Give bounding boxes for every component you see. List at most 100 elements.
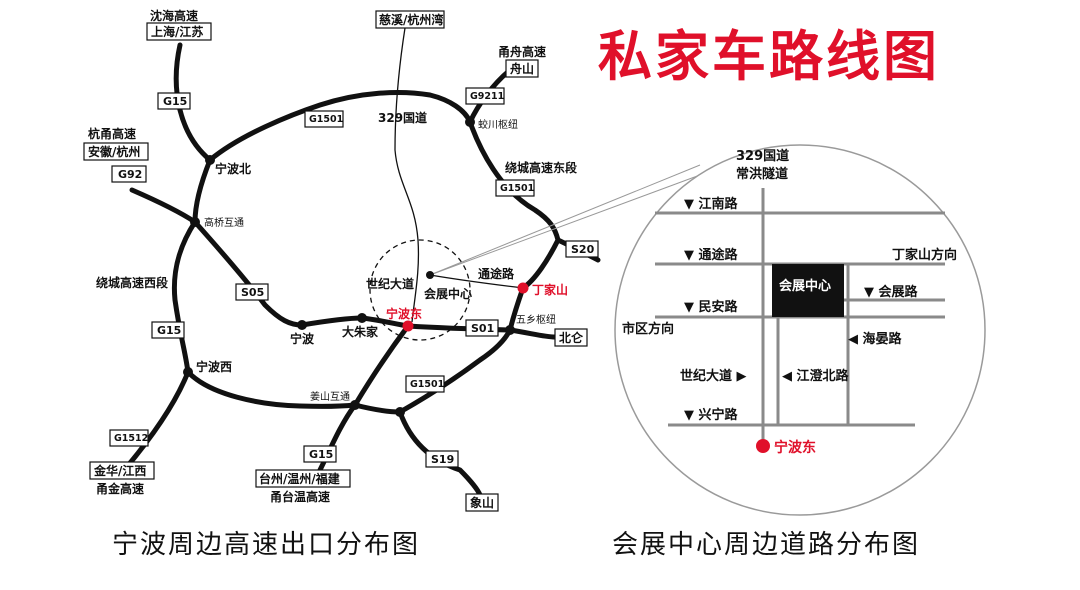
shield-g1512-text: G1512 <box>114 433 148 444</box>
shenhai-dest-box <box>146 22 212 41</box>
g329-road <box>394 27 420 323</box>
inset-venue-block <box>772 264 844 317</box>
inset-station-label: 宁波东 <box>774 439 816 456</box>
label-jiaochuan: 蛟川枢纽 <box>478 118 518 131</box>
shield-s05-text: S05 <box>241 286 264 299</box>
hangyong-name: 杭甬高速 <box>88 126 136 141</box>
shield-g9211 <box>465 87 505 105</box>
map-labels: 宁波北 高桥互通 蛟川枢纽 329国道 绕城高速东段 绕城高速西段 世纪大道 通… <box>96 110 578 403</box>
caption-right: 会展中心周边道路分布图 <box>612 530 920 560</box>
node-jiangshan <box>350 400 360 410</box>
label-wuxiang: 五乡枢纽 <box>516 313 556 326</box>
highway-shields: G15 G92 G1501 G9211 G1501 S20 S05 S01 G1… <box>109 87 599 468</box>
label-ningbo: 宁波 <box>290 331 315 346</box>
node-gaoqiao <box>190 217 200 227</box>
yongzhou-name: 甬舟高速 <box>498 44 546 59</box>
jinhua-dest: 金华/江西 <box>93 463 146 478</box>
caption-left: 宁波周边高速出口分布图 <box>112 530 420 560</box>
inset-venue-label: 会展中心 <box>779 278 831 294</box>
callout-line-lower <box>429 174 701 276</box>
yongtai-name: 甬台温高速 <box>270 489 330 504</box>
destinations: 沈海高速 上海/江苏 杭甬高速 安徽/杭州 慈溪/杭州湾 甬舟高速 舟山 金华/… <box>83 8 588 512</box>
yongjin-name: 甬金高速 <box>96 481 144 496</box>
inset-city-dir: 市区方向 <box>622 321 674 337</box>
node-dingjiashan <box>517 282 529 294</box>
shield-g1501-north-text: G1501 <box>309 114 343 125</box>
ring-north-road <box>207 90 561 333</box>
shenhai-name: 沈海高速 <box>150 8 198 23</box>
inset-top-tunnel: 常洪隧道 <box>736 166 788 182</box>
label-g329: 329国道 <box>378 110 427 125</box>
label-dingjiashan: 丁家山 <box>532 282 568 297</box>
shield-s20-text: S20 <box>571 243 595 256</box>
node-expo-center <box>426 271 434 279</box>
g92-road <box>129 187 198 225</box>
beilun-box <box>554 328 588 347</box>
shield-g1501-east-text: G1501 <box>500 183 534 194</box>
inset-xingning: ▼ 兴宁路 <box>684 407 739 423</box>
label-ningbo-north: 宁波北 <box>215 161 251 176</box>
label-tongtu: 通途路 <box>478 266 515 281</box>
inset-jiangnan: ▼ 江南路 <box>684 196 739 212</box>
shield-g1501-south-text: G1501 <box>410 379 444 390</box>
hangyong-dest-box <box>83 142 149 161</box>
yongzhou-dest: 舟山 <box>510 61 534 76</box>
g15-west-road <box>117 42 213 478</box>
shield-g1501-east <box>495 179 535 197</box>
shield-g15-south-text: G15 <box>309 448 333 461</box>
shield-g92-text: G92 <box>118 168 142 181</box>
cixi-label: 慈溪/杭州湾 <box>379 12 443 27</box>
shield-g1501-south <box>405 375 445 393</box>
inset-dingjiashan-dir: 丁家山方向 <box>892 247 957 263</box>
inset-station-dot <box>756 439 770 453</box>
taizhou-dest-box <box>255 469 351 488</box>
node-s19-junction <box>395 407 405 417</box>
yongzhou-dest-box <box>505 59 539 78</box>
xiangshan-box <box>465 493 499 512</box>
shield-g92 <box>111 165 147 183</box>
inset-tongtu: ▼ 通途路 <box>684 247 739 263</box>
beilun-label: 北仑 <box>559 330 584 345</box>
ring-southwest-road <box>185 327 513 415</box>
shield-g15-south <box>303 445 337 463</box>
inset-haiyan: ◀ 海晏路 <box>848 331 903 347</box>
label-ningbo-west: 宁波西 <box>196 359 232 374</box>
jinhua-dest-box <box>89 461 155 480</box>
node-jiaochuan <box>465 117 475 127</box>
node-ningbo <box>297 320 307 330</box>
shield-s19-text: S19 <box>431 453 454 466</box>
hangyong-dest: 安徽/杭州 <box>88 144 140 159</box>
shield-g15-top <box>157 92 191 110</box>
s05-road <box>192 219 305 328</box>
node-wuxiang <box>505 325 515 335</box>
taizhou-dest: 台州/温州/福建 <box>259 471 341 486</box>
node-ningbo-east <box>402 320 414 332</box>
label-expo-center: 会展中心 <box>424 286 472 301</box>
label-ring-east: 绕城高速东段 <box>505 160 578 175</box>
highway-network <box>117 27 701 498</box>
shield-g15-west-text: G15 <box>157 324 181 337</box>
label-ring-west: 绕城高速西段 <box>96 275 169 290</box>
inset-top-road: 329国道 <box>736 148 789 164</box>
cixi-box <box>375 10 445 29</box>
callout-line-upper <box>429 164 701 276</box>
page-title: 私家车路线图 <box>598 24 940 88</box>
label-gaoqiao: 高桥互通 <box>204 216 244 229</box>
inset-jiangcheng-north: ◀ 江澄北路 <box>782 368 850 384</box>
shield-s19 <box>425 450 459 468</box>
focus-circle <box>369 239 471 341</box>
xiangshan-label: 象山 <box>470 495 494 510</box>
label-ningbo-east: 宁波东 <box>386 306 422 321</box>
shield-s01-text: S01 <box>471 322 494 335</box>
junctions <box>183 117 529 417</box>
shield-s05 <box>235 283 269 301</box>
inset-map: 会展中心 宁波东 329国道 常洪隧道 ▼ 江南路 ▼ 通途路 丁家山方向 ▼ … <box>614 144 986 516</box>
shield-g9211-text: G9211 <box>470 91 504 102</box>
label-shiji: 世纪大道 <box>366 276 414 291</box>
s19-road <box>397 409 483 498</box>
label-jiangshan: 姜山互通 <box>310 390 350 403</box>
shield-g15-top-text: G15 <box>163 95 187 108</box>
shield-g1512 <box>109 429 149 447</box>
node-dazhujia <box>357 313 367 323</box>
